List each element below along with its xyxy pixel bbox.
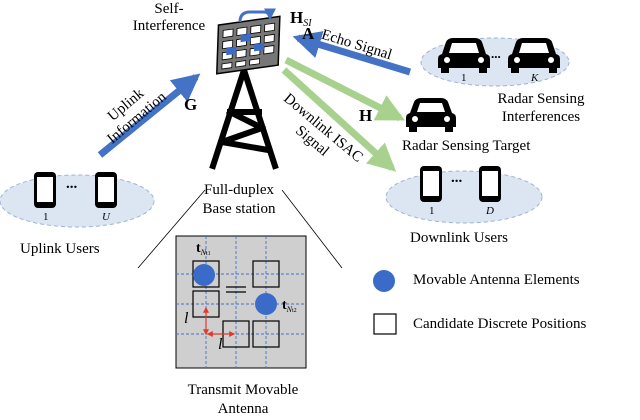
base-station-tower-icon — [209, 66, 279, 170]
zoom-line-right — [281, 189, 343, 269]
legend-positions-label: Candidate Discrete Positions — [413, 316, 587, 332]
legend-antenna-element-icon — [373, 270, 395, 292]
interference-car-1-icon — [438, 38, 490, 73]
downlink-user-d-phone-icon — [479, 166, 501, 202]
downlink-index-1: 1 — [429, 205, 435, 217]
t2-symbol: tNt2 — [282, 298, 297, 315]
uplink-index-1: 1 — [43, 211, 49, 223]
interference-ellipsis: ... — [491, 46, 501, 61]
t1-symbol: tNt1 — [196, 241, 211, 258]
radar-target-label: Radar Sensing Target — [402, 138, 531, 154]
base-station-label: Full-duplex Base station — [202, 182, 276, 217]
movable-antenna-panel — [175, 235, 307, 369]
uplink-user-1-phone-icon — [34, 172, 56, 208]
legend-antenna-label: Movable Antenna Elements — [413, 272, 580, 288]
echo-signal-arrow — [292, 31, 412, 76]
legend-candidate-position-icon — [373, 313, 397, 335]
zoom-line-left — [137, 189, 206, 269]
uplink-index-u: U — [102, 211, 110, 223]
downlink-ellipsis: ... — [451, 170, 463, 186]
target-car-icon — [406, 98, 456, 132]
movable-antenna-element-2 — [255, 293, 277, 315]
downlink-users-ellipse — [385, 170, 543, 224]
downlink-user-1-phone-icon — [420, 166, 442, 202]
interference-index-k: K — [531, 72, 539, 84]
uplink-users-label: Uplink Users — [20, 241, 100, 257]
hsi-symbol: HSI — [290, 8, 312, 29]
spacing-l-horizontal: l — [218, 336, 223, 353]
uplink-arrow — [97, 73, 201, 158]
uplink-ellipsis: ... — [66, 176, 78, 192]
spacing-l-vertical: l — [184, 310, 189, 327]
self-interference-label: Self- Interference — [132, 1, 206, 35]
h-symbol: H — [359, 106, 373, 125]
transmit-ma-label: Transmit Movable Antenna — [187, 382, 299, 417]
uplink-user-u-phone-icon — [95, 172, 117, 208]
radar-interferences-label: Radar Sensing Interferences — [497, 91, 585, 125]
downlink-to-target-arrow — [284, 56, 405, 122]
self-interference-arrow — [238, 8, 276, 23]
antenna-panel-icon — [215, 15, 281, 75]
downlink-index-d: D — [486, 205, 494, 217]
g-symbol: G — [184, 95, 198, 114]
a-symbol: A — [302, 24, 315, 43]
interference-index-1: 1 — [461, 72, 467, 84]
movable-antenna-element-1 — [193, 264, 215, 286]
interference-car-k-icon — [508, 38, 560, 73]
downlink-users-label: Downlink Users — [410, 230, 508, 246]
downlink-to-users-arrow — [281, 67, 397, 172]
